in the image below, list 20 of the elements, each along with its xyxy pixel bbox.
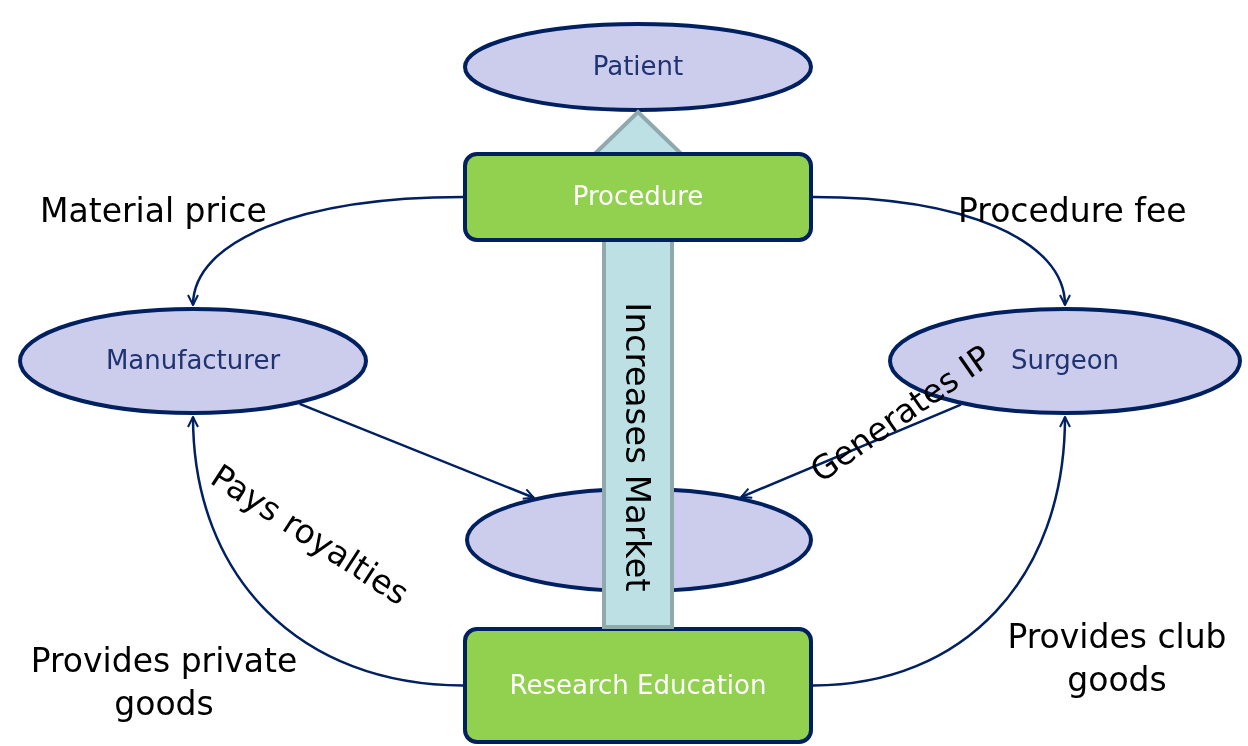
edge-label: Material price [40, 190, 267, 232]
node-label: Research Education [508, 668, 768, 702]
node-label: Surgeon [1009, 344, 1121, 378]
arrow [812, 416, 1071, 687]
edge-label: Increases Market [621, 302, 655, 592]
edge-label: Procedure fee [958, 190, 1187, 232]
node-label: Patient [591, 50, 685, 84]
node-label: Manufacturer [104, 344, 282, 378]
arrow [187, 416, 464, 687]
stakeholder-ellipse [18, 307, 368, 415]
arrow [188, 195, 464, 306]
arrow [740, 403, 962, 499]
patient-ellipse [463, 22, 813, 112]
process-box [463, 627, 813, 744]
arrow [299, 402, 535, 500]
node-label: Procedure [571, 180, 705, 214]
edge-label: Provides club goods [1006, 616, 1228, 701]
edge-label: Provides private goods [29, 640, 299, 725]
process-box [463, 152, 813, 242]
arrow [812, 195, 1070, 306]
